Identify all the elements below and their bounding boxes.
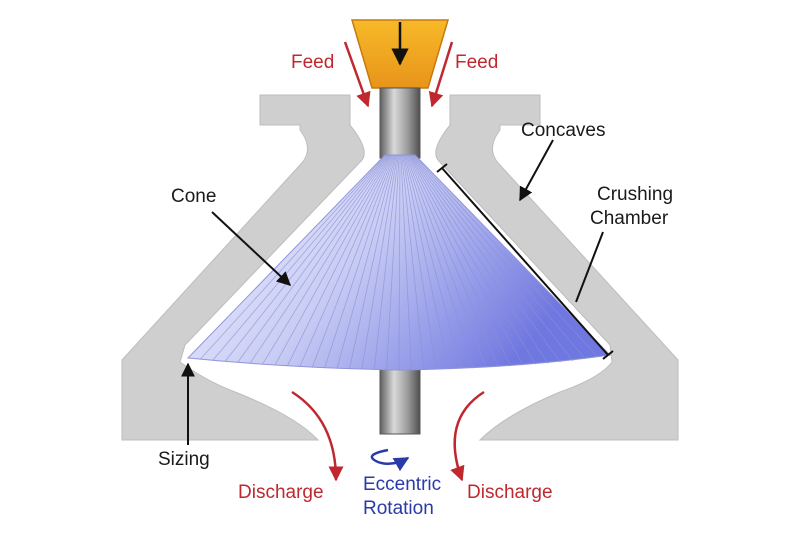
cone-stripe [409, 154, 536, 365]
discharge-left-label: Discharge [238, 482, 324, 503]
cone-stripe [404, 154, 462, 369]
crushing-chamber-bracket [441, 167, 609, 356]
cone-stripe [408, 154, 524, 366]
cone-stripe [361, 154, 398, 370]
concaves-label: Concaves [521, 120, 606, 141]
cone-stripe [410, 154, 549, 364]
discharge-right-arrow [450, 390, 485, 482]
cone-stripe [411, 154, 561, 363]
cone-pointer-arrow [211, 211, 292, 286]
crushing-chamber-label-line1: Crushing [597, 184, 673, 205]
cone-stripe [348, 154, 397, 370]
upper-shaft [379, 87, 421, 159]
sizing-label: Sizing [158, 449, 210, 470]
cone-stripe [386, 154, 400, 370]
right-concave [435, 94, 679, 441]
eccentric-label-line2: Rotation [363, 498, 434, 519]
concaves-pointer-arrow [519, 139, 554, 202]
cone-label: Cone [171, 186, 216, 207]
cone-stripe [212, 154, 388, 361]
eccentric-rotation-arrow [370, 448, 410, 472]
cone-stripe [237, 154, 389, 363]
cone-stripe [412, 154, 574, 362]
cone-stripe [407, 154, 512, 367]
cone-stripe [405, 154, 487, 368]
bracket-cap-bottom [602, 350, 614, 360]
eccentric-label-line1: Eccentric [363, 474, 441, 495]
cone-stripe [274, 154, 392, 366]
lower-shaft [379, 361, 421, 435]
cone-stripe [398, 154, 401, 371]
cone-stripe [413, 154, 598, 358]
cone-stripe [404, 154, 474, 369]
feed-right-label: Feed [455, 52, 498, 73]
cone-stripe [299, 154, 394, 368]
cone-stripe [224, 154, 388, 362]
cone-body [186, 154, 612, 371]
feed-right-arrow [428, 41, 454, 108]
bracket-cap-top [436, 163, 448, 173]
feed-left-arrow [343, 41, 371, 108]
cone-stripe [400, 154, 412, 370]
cone-stripe [200, 154, 387, 360]
cone-stripe [324, 154, 396, 369]
discharge-right-label: Discharge [467, 482, 553, 503]
cone-stripe [249, 154, 390, 364]
cone-stripe [336, 154, 396, 369]
cone-stripe [412, 154, 586, 360]
crushing-chamber-pointer [575, 231, 604, 303]
cone-stripe [406, 154, 499, 368]
crushing-chamber-label-line2: Chamber [590, 208, 669, 229]
cone-stripe [373, 154, 399, 370]
feed-left-label: Feed [291, 52, 334, 73]
cone-stripes [200, 154, 598, 371]
cone-stripe [403, 154, 450, 370]
cone-stripe [401, 154, 425, 370]
cone-stripe [286, 154, 393, 367]
discharge-left-arrow [291, 390, 344, 482]
left-concave [121, 94, 365, 441]
cone-stripe [262, 154, 391, 365]
cone-stripe [311, 154, 395, 368]
cone-stripe [402, 154, 437, 370]
